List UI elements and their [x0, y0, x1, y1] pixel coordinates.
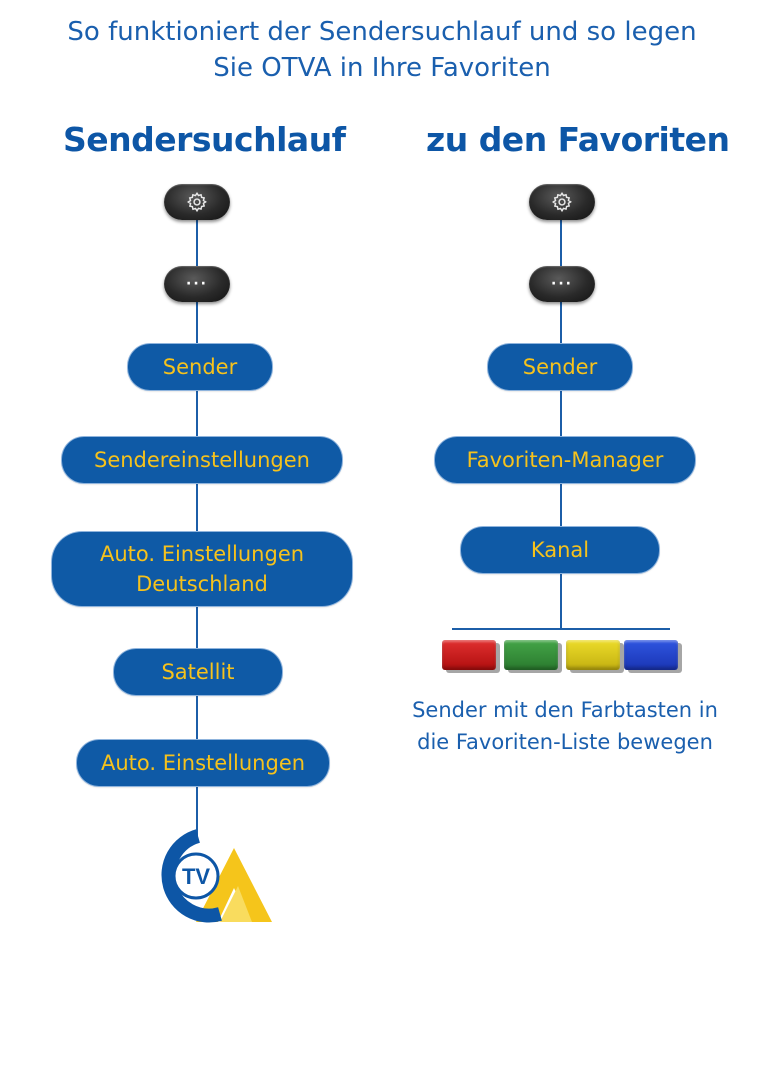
yellow-key[interactable]	[566, 640, 620, 670]
auto-einstellungen-label: Auto. Einstellungen	[100, 751, 306, 775]
favoriten-manager-box: Favoriten-Manager	[435, 437, 695, 483]
auto-einstellungen-deutschland-box: Auto. Einstellungen Deutschland	[52, 532, 352, 606]
left-sender-label: Sender	[162, 355, 238, 379]
note-line-2: die Favoriten-Liste bewegen	[417, 730, 713, 754]
left-flow-line	[196, 218, 198, 842]
right-settings-button[interactable]	[529, 184, 595, 220]
satellit-label: Satellit	[161, 660, 235, 684]
title-line-1: So funktioniert der Sendersuchlauf und s…	[67, 17, 697, 47]
sendersuchlauf-heading: Sendersuchlauf	[63, 120, 346, 159]
note-line-1: Sender mit den Farbtasten in	[412, 698, 718, 722]
kanal-label: Kanal	[530, 538, 590, 562]
red-key[interactable]	[442, 640, 496, 670]
satellit-box: Satellit	[114, 649, 282, 695]
more-dots: ···	[186, 276, 208, 292]
left-sender-box: Sender	[128, 344, 272, 390]
auto-einstellungen-box: Auto. Einstellungen	[77, 740, 329, 786]
left-more-button[interactable]: ···	[164, 266, 230, 302]
sendereinstellungen-box: Sendereinstellungen	[62, 437, 342, 483]
right-more-button[interactable]: ···	[529, 266, 595, 302]
favoriten-manager-label: Favoriten-Manager	[466, 448, 664, 472]
right-flow-line	[560, 218, 562, 630]
right-sender-label: Sender	[522, 355, 598, 379]
page-title: So funktioniert der Sendersuchlauf und s…	[0, 14, 764, 86]
sendereinstellungen-label: Sendereinstellungen	[94, 448, 310, 472]
title-line-2: Sie OTVA in Ihre Favoriten	[213, 53, 551, 83]
kanal-box: Kanal	[461, 527, 659, 573]
color-keys-bar	[452, 628, 670, 630]
otva-logo: TV	[161, 829, 272, 923]
logo-tv-text: TV	[182, 864, 210, 889]
green-key[interactable]	[504, 640, 558, 670]
gear-icon	[551, 191, 572, 213]
favoriten-heading: zu den Favoriten	[426, 120, 730, 159]
farbtasten-note: Sender mit den Farbtasten in die Favorit…	[380, 694, 750, 758]
right-sender-box: Sender	[488, 344, 632, 390]
gear-icon	[186, 191, 207, 213]
auto-deutschland-line-1: Auto. Einstellungen	[99, 542, 305, 566]
auto-deutschland-line-2: Deutschland	[136, 572, 268, 596]
more-dots: ···	[551, 276, 573, 292]
blue-key[interactable]	[624, 640, 678, 670]
left-settings-button[interactable]	[164, 184, 230, 220]
